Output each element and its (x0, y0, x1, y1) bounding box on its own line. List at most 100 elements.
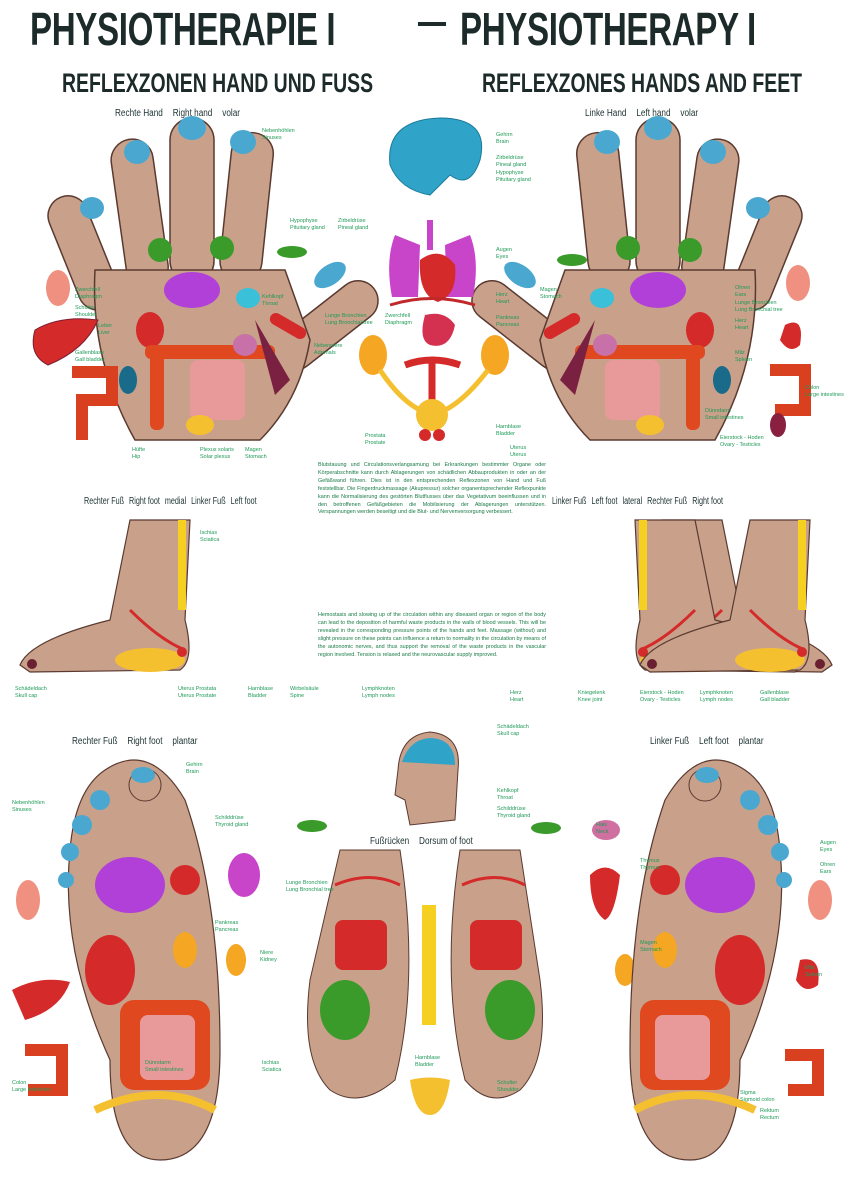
description-english: Hemostasis and slowing up of the circula… (318, 612, 546, 658)
zone-label-line: Gehirn (186, 762, 203, 768)
heading-text: volar (222, 108, 240, 119)
zone-label-line: Large intestines (805, 391, 844, 398)
heading-text: Linker Fuß (191, 496, 226, 507)
zone-label-line: Zirbeldrüse (496, 155, 524, 161)
zone-label-line: Milz (735, 350, 745, 356)
zone-label-line: Uterus (510, 445, 527, 451)
head-profile-illustration (394, 731, 459, 826)
zone-label-line: Schulter (497, 1080, 518, 1086)
zone-label-line: Schulter (75, 305, 96, 311)
zone-label-line: Knee joint (578, 696, 603, 703)
zone-label-line: Lymphknoten (700, 690, 733, 696)
zone-label-line: Schilddrüse (497, 806, 526, 812)
zone-label-line: Ohren (735, 285, 751, 291)
zone-label-line: Stomach (245, 453, 267, 460)
zone-label-line: Pituitary gland (290, 224, 325, 231)
zone-label-line: Magen (245, 447, 262, 453)
description-german: Blutstauung und Circulationsverlangsamun… (318, 462, 546, 516)
zone-label-line: Throat (497, 794, 513, 801)
zone-label-line: Sinuses (262, 134, 282, 141)
heading-text: plantar (172, 736, 198, 747)
zone-label-line: Thyroid gland (497, 812, 531, 819)
zone-label-line: Harnblase (415, 1055, 441, 1061)
zone-label-line: Gehirn (496, 132, 513, 138)
zone-label-line: Skull cap (15, 692, 38, 699)
subtitle-english: REFLEXZONES HANDS AND FEET (482, 68, 803, 98)
zone-label-line: Kniegelenk (578, 690, 606, 696)
zone-label-line: Leber (98, 323, 113, 329)
zone-label-line: Eyes (820, 846, 833, 853)
zone-label-line: Niere (260, 950, 274, 956)
heading-text: Rechter Fuß (72, 736, 118, 747)
zone-label-line: Thyroid gland (215, 821, 249, 828)
zone-label-line: Lung Bronchial tree (735, 306, 783, 313)
zone-label-line: Shoulder (75, 311, 98, 318)
zone-label-line: Hypophyse (496, 170, 524, 176)
zone-label-line: Liver (98, 329, 110, 336)
zone-label-line: Pankreas (215, 920, 239, 926)
heading-text: Left foot (591, 496, 618, 507)
zone-label-line: Schädeldach (15, 686, 47, 692)
zone-label-line: Sinuses (12, 806, 32, 813)
zone-label-line: Milz (805, 965, 815, 971)
zone-label-line: Gallenblase (75, 350, 105, 356)
zone-label-line: Dünndarm (145, 1060, 171, 1066)
zone-label-line: Magen (540, 287, 557, 293)
zone-label-line: Spleen (805, 971, 823, 978)
zone-label-line: Kidney (260, 956, 277, 963)
zone-label-line: Neck (596, 828, 609, 835)
zone-label-line: Sigma (740, 1090, 756, 1096)
zone-label-line: Stomach (540, 293, 562, 300)
heading-text: Linke Hand (585, 108, 627, 119)
zone-label-line: Hip (132, 453, 141, 460)
zone-label-line: Hals (596, 822, 608, 828)
zone-label-line: Solar plexus (200, 453, 231, 460)
zone-label-line: Lymph nodes (700, 696, 733, 703)
eye-icon (277, 246, 587, 834)
zone-label-line: Lymph nodes (362, 692, 395, 699)
zone-label-line: Zirbeldrüse (338, 218, 366, 224)
zone-label-line: Bladder (496, 430, 515, 437)
right-hand-diagram (41, 115, 387, 441)
heading-text: Left foot (699, 736, 729, 747)
zone-label-line: Ovary - Testicles (640, 696, 681, 703)
zone-label-line: Ischias (200, 530, 218, 536)
title-english: PHYSIOTHERAPY I (460, 3, 756, 55)
zone-label-line: Lung Bronchial tree (325, 319, 373, 326)
zone-label-line: Nebenhöhlen (262, 128, 295, 134)
zone-label-line: Harnblase (496, 424, 522, 430)
heading-text: Right hand (172, 108, 213, 119)
zone-label-line: Wirbelsäule (290, 686, 319, 692)
heading-text: Rechte Hand (115, 108, 163, 119)
zone-label-line: Diaphragm (385, 319, 412, 326)
